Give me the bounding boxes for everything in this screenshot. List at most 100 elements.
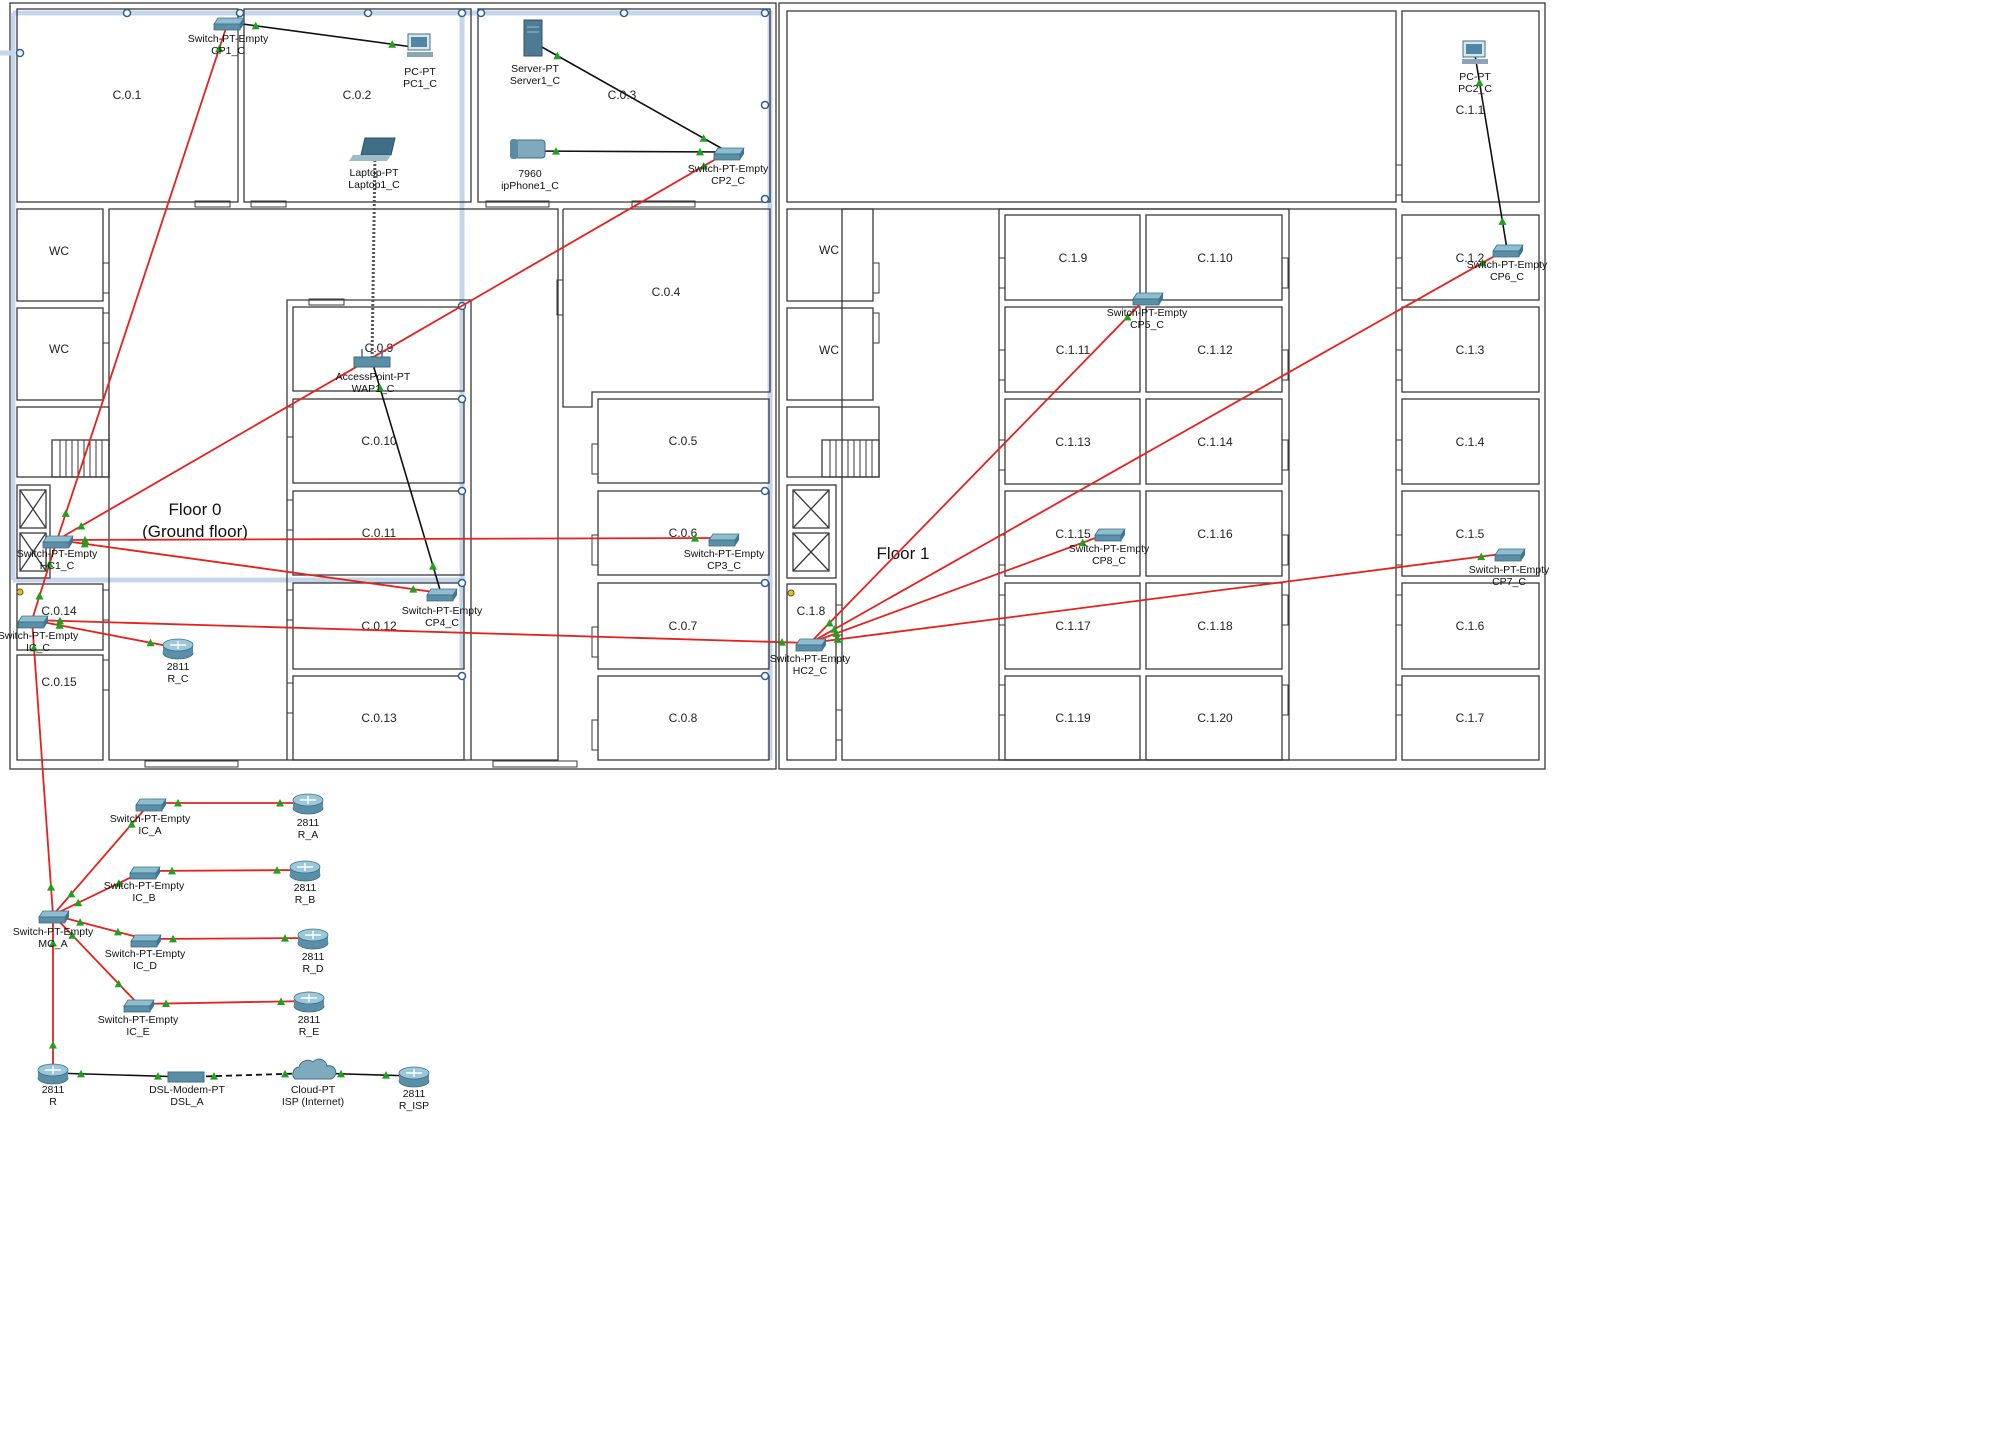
room-label: C.0.10 (361, 434, 397, 448)
link-IC_C-HC2_C[interactable] (31, 619, 811, 644)
device-model-label: Switch-PT-Empty (770, 653, 851, 665)
switch-icon-front (1492, 250, 1520, 258)
device-model-label: Switch-PT-Empty (104, 880, 185, 892)
link-CP1_C-PC1_C[interactable] (227, 21, 421, 49)
link-status-light (1478, 258, 1487, 267)
link-status-light (76, 918, 85, 926)
link-HC2_C-CP6_C[interactable] (809, 248, 1508, 644)
switch-icon-side (157, 935, 161, 947)
link-ipPhone1_C-CP2_C[interactable] (527, 150, 729, 153)
link-status-light (429, 562, 438, 570)
room-label: C.1.20 (1197, 711, 1233, 725)
device-model-label: PC-PT (1459, 71, 1491, 83)
room-label: C.0.8 (669, 711, 698, 725)
switch-icon-side (822, 639, 826, 651)
room-c02 (243, 8, 472, 203)
link-CP6_C-PC2_C[interactable] (1474, 54, 1508, 250)
room-label: C.1.7 (1456, 711, 1485, 725)
switch-icon-front (130, 940, 158, 948)
device-name-label: R_E (299, 1026, 319, 1038)
link-MC_A-IC_E[interactable] (52, 914, 139, 1005)
link-IC_C-HC1_C[interactable] (31, 539, 58, 621)
device-model-label: Switch-PT-Empty (17, 548, 98, 560)
switch-icon-side (740, 148, 744, 160)
switch-icon-front (17, 621, 45, 629)
switch-icon-side (162, 799, 166, 811)
switch-icon-side (735, 534, 739, 546)
link-MC_A-IC_C[interactable] (31, 619, 54, 916)
link-MC_A-IC_B[interactable] (52, 870, 145, 916)
device-model-label: Switch-PT-Empty (188, 33, 269, 45)
link-HC1_C-CP3_C[interactable] (56, 537, 724, 541)
link-status-light (251, 21, 260, 30)
switch-icon (123, 999, 155, 1007)
room-label: C.1.16 (1197, 527, 1233, 541)
switch-icon-side (44, 616, 48, 628)
switch-icon-side (69, 536, 73, 548)
link-MC_A-IC_D[interactable] (52, 914, 146, 940)
pc-icon-screen (1466, 44, 1482, 54)
link-HC1_C-CP2_C[interactable] (56, 151, 729, 541)
link-HC2_C-CP8_C[interactable] (809, 532, 1110, 644)
link-HC1_C-CP1_C[interactable] (56, 21, 229, 541)
link-IC_D-R_D[interactable] (144, 937, 314, 940)
link-status-light (833, 635, 842, 643)
link-status-light (45, 560, 54, 568)
link-HC2_C-CP7_C[interactable] (809, 552, 1510, 644)
device-name-label: R_D (302, 963, 323, 975)
router-icon-arrows (170, 641, 186, 649)
link-R-DSL_A[interactable] (52, 1072, 187, 1078)
link-status-light (825, 618, 834, 627)
switch-icon (713, 147, 745, 155)
room-label: C.1.15 (1055, 527, 1091, 541)
link-Server1_C-CP2_C[interactable] (532, 41, 729, 153)
floor0-plan (0, 2, 777, 770)
switch-icon (1132, 292, 1164, 300)
device-name-label: R_A (298, 829, 318, 841)
link-IC_B-R_B[interactable] (143, 869, 306, 872)
link-HC2_C-CP5_C[interactable] (809, 296, 1148, 644)
link-status-light (35, 592, 44, 600)
link-WAP1_C-CP4_C[interactable] (371, 360, 442, 594)
link-Laptop1_C-WAP1_C[interactable] (370, 151, 377, 362)
device-name-label: PC2_C (1458, 83, 1492, 95)
link-DSL_A-ISP[interactable] (185, 1072, 314, 1078)
link-status-light (76, 1069, 85, 1078)
room-label: C.0.11 (362, 526, 397, 540)
link-HC1_C-CP4_C[interactable] (56, 539, 442, 594)
device-model-label: Switch-PT-Empty (1107, 307, 1188, 319)
link-IC_C-R_C[interactable] (31, 619, 179, 649)
device-name-label: WAP1_C (352, 383, 395, 395)
